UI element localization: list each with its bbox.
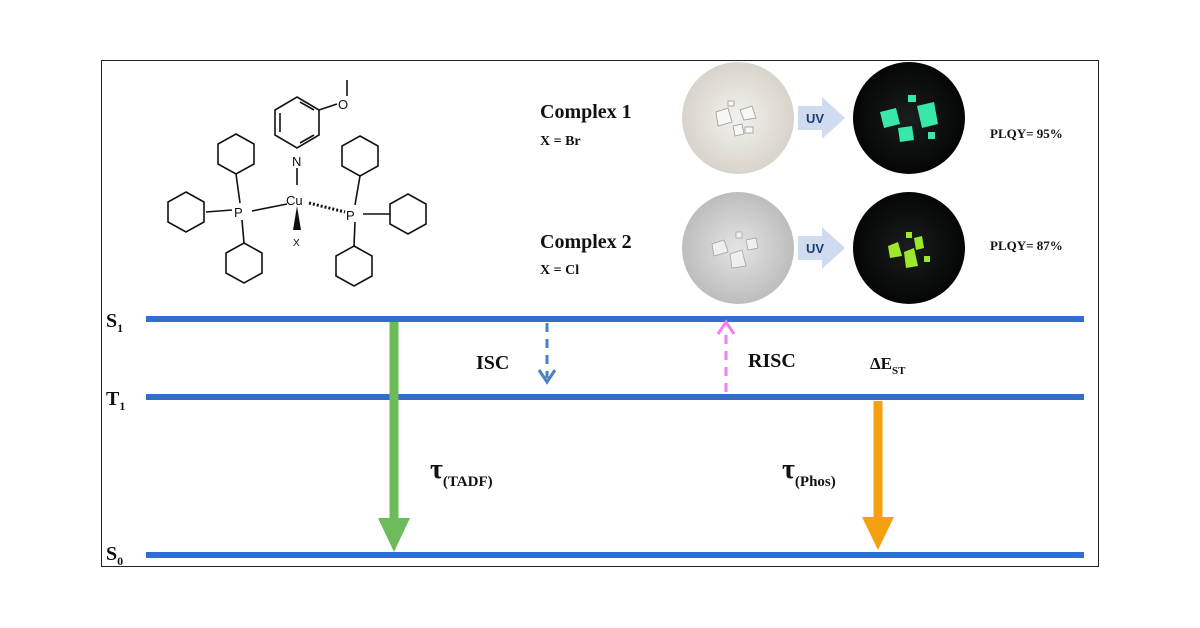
complex-1-uv-arrow bbox=[798, 97, 845, 139]
complex-2-halide: X = Cl bbox=[540, 263, 579, 278]
complex-2-row: Complex 2 X = Cl UV PLQY= 87% bbox=[540, 192, 1063, 304]
s1-label: S1 bbox=[106, 310, 123, 335]
complex-2-emission-photo bbox=[853, 192, 965, 304]
tau-phos-label: τ(Phos) bbox=[782, 454, 836, 490]
complex-1-crystals-ambient bbox=[715, 100, 757, 137]
t1-label: T1 bbox=[106, 388, 125, 413]
pyridine-ring bbox=[274, 96, 320, 149]
risc-arrow-head bbox=[716, 319, 736, 335]
complex-2-plqy: PLQY= 87% bbox=[990, 238, 1063, 253]
svg-text:O: O bbox=[338, 97, 348, 112]
complex-1-emission-photo bbox=[853, 62, 965, 174]
complex-1-plqy: PLQY= 95% bbox=[990, 126, 1063, 141]
complex-2-crystals-ambient bbox=[711, 231, 759, 269]
tau-tadf-label: τ(TADF) bbox=[430, 454, 493, 490]
atom-cu: Cu bbox=[286, 193, 303, 208]
complex-1-row: Complex 1 X = Br UV PLQY= 95% bbox=[540, 62, 1063, 174]
complex-2-uv-arrow bbox=[798, 227, 845, 269]
complex-2-name: Complex 2 bbox=[540, 231, 632, 253]
phos-arrow-head bbox=[862, 517, 894, 550]
copper-complex-structure: O N Cu P P X bbox=[167, 80, 427, 287]
complex-2-crystals-emitting bbox=[888, 232, 930, 268]
complex-2-ambient-photo bbox=[682, 192, 794, 304]
s0-label: S0 bbox=[106, 543, 123, 568]
complex-1-name: Complex 1 bbox=[540, 101, 632, 123]
isc-arrow-head bbox=[537, 369, 557, 385]
figure-frame bbox=[101, 60, 1099, 567]
risc-label: RISC bbox=[748, 350, 796, 372]
atom-n: N bbox=[292, 154, 301, 169]
transitions: ISC RISC ΔEST τ(TADF) τ(Phos) bbox=[378, 319, 906, 552]
tadf-arrow-head bbox=[378, 518, 410, 552]
complex-1-halide: X = Br bbox=[540, 134, 581, 149]
complex-1-crystals-emitting bbox=[880, 95, 938, 142]
complex-2-uv-label: UV bbox=[806, 241, 824, 256]
complex-1-ambient-photo bbox=[682, 62, 794, 174]
complex-1-uv-label: UV bbox=[806, 111, 824, 126]
atom-p-left: P bbox=[234, 205, 243, 220]
atom-p-right: P bbox=[346, 208, 355, 223]
isc-label: ISC bbox=[476, 352, 509, 374]
atom-x: X bbox=[293, 238, 300, 249]
energy-levels: S1 T1 S0 bbox=[106, 310, 1084, 568]
delta-est-label: ΔEST bbox=[870, 354, 906, 377]
